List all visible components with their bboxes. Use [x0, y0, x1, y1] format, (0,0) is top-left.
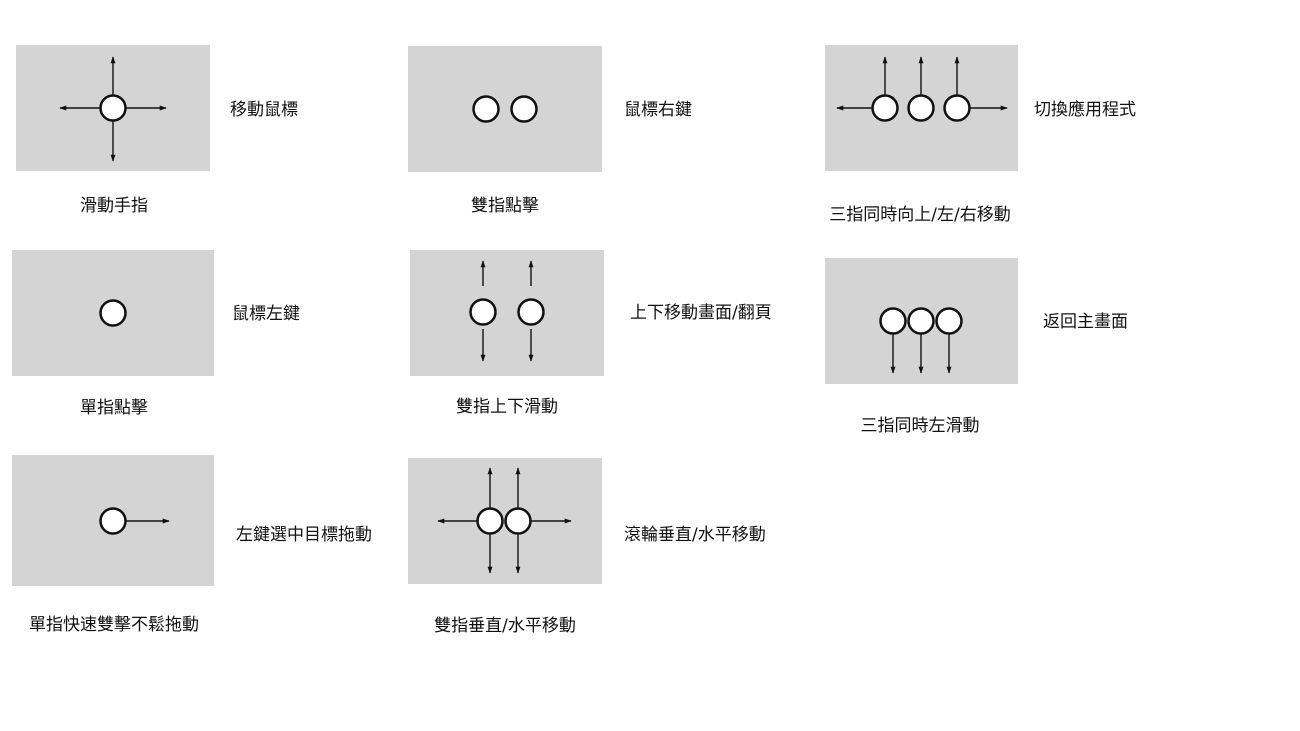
gesture-panel-two-tap	[408, 46, 602, 172]
gesture-caption-two-scroll: 雙指上下滑動	[456, 397, 558, 417]
gesture-action-three-move: 切換應用程式	[1034, 100, 1136, 120]
gesture-action-drag: 左鍵選中目標拖動	[236, 525, 372, 545]
gesture-action-swipe: 移動鼠標	[230, 100, 298, 120]
gesture-panel-three-down	[825, 258, 1018, 384]
gesture-caption-two-wheel: 雙指垂直/水平移動	[434, 616, 576, 636]
gesture-action-two-wheel: 滾輪垂直/水平移動	[624, 525, 766, 545]
two-fingers-up-down-icon	[469, 260, 545, 362]
three-fingers-down-icon	[879, 307, 963, 374]
one-finger-four-arrows-icon	[59, 56, 167, 162]
gesture-caption-three-down: 三指同時左滑動	[860, 416, 980, 436]
gesture-caption-drag: 單指快速雙擊不鬆拖動	[29, 615, 199, 635]
gesture-panel-three-move	[825, 45, 1018, 171]
gesture-panel-swipe	[16, 45, 210, 171]
gesture-panel-drag	[12, 455, 214, 586]
gesture-caption-swipe: 滑動手指	[80, 196, 148, 216]
gesture-panel-one-tap	[12, 250, 214, 376]
gesture-caption-two-tap: 雙指點擊	[471, 196, 539, 216]
gesture-panel-two-scroll	[410, 250, 604, 376]
three-fingers-up-left-right-icon	[836, 56, 1008, 122]
gesture-action-three-down: 返回主畫面	[1043, 312, 1128, 332]
gesture-caption-three-move: 三指同時向上/左/右移動	[829, 205, 1011, 225]
gesture-action-one-tap: 鼠標左鍵	[232, 304, 300, 324]
gesture-panel-two-wheel	[408, 458, 602, 584]
two-fingers-icon	[472, 95, 538, 123]
one-finger-drag-right-icon	[99, 507, 170, 535]
one-finger-icon	[99, 299, 127, 327]
two-fingers-four-arrows-icon	[437, 467, 572, 574]
gesture-action-two-tap: 鼠標右鍵	[624, 100, 692, 120]
gesture-action-two-scroll: 上下移動畫面/翻頁	[630, 303, 772, 323]
gesture-caption-one-tap: 單指點擊	[80, 398, 148, 418]
